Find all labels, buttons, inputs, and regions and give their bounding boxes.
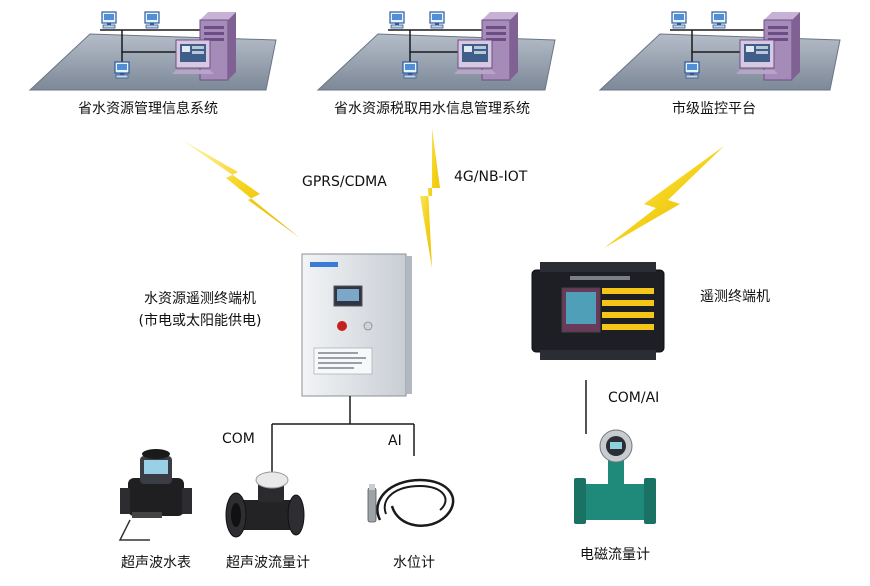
computer-icon [684, 61, 700, 79]
computer-icon [711, 11, 727, 29]
computer-icon [114, 61, 130, 79]
rtu-label: 遥测终端机 [700, 289, 770, 305]
device-label-ultrasonic-water-meter: 超声波水表 [121, 555, 191, 571]
computer-icon [144, 11, 160, 29]
electromagnetic-flow-meter [574, 429, 656, 524]
protocol-label-com: COM [222, 431, 255, 447]
ultrasonic-flow-meter [225, 471, 305, 538]
system-label-provincial-water: 省水资源管理信息系统 [78, 101, 218, 117]
lightning-center-icon [420, 128, 440, 268]
platform-provincial-tax [316, 11, 556, 91]
protocol-label-nbiot: 4G/NB-IOT [454, 169, 528, 185]
water-resource-rtu-cabinet [301, 253, 412, 397]
protocol-label-ai: AI [388, 433, 402, 449]
computer-icon [429, 11, 445, 29]
computer-icon [402, 61, 418, 79]
device-label-water-level: 水位计 [393, 555, 435, 571]
system-label-provincial-tax: 省水资源税取用水信息管理系统 [334, 101, 530, 117]
water-level-sensor [367, 478, 455, 527]
main-terminal-label: 水资源遥测终端机 [144, 291, 256, 307]
computer-icon [389, 11, 405, 29]
platform-city-monitoring [598, 11, 841, 91]
protocol-label-com-ai: COM/AI [608, 390, 660, 406]
device-label-ultrasonic-flow-meter: 超声波流量计 [226, 555, 310, 571]
cabinet-wiring [271, 396, 415, 472]
lightning-left-icon [182, 140, 300, 238]
system-label-city-platform: 市级监控平台 [672, 101, 756, 117]
computer-icon [671, 11, 687, 29]
ultrasonic-water-meter [118, 449, 192, 541]
platform-provincial-water [28, 11, 277, 91]
protocol-label-gprs: GPRS/CDMA [302, 174, 387, 190]
main-terminal-power-label: (市电或太阳能供电) [138, 313, 262, 329]
computer-icon [101, 11, 117, 29]
lightning-right-icon [604, 146, 724, 248]
device-label-electromagnetic-flow-meter: 电磁流量计 [580, 547, 650, 563]
rtu-unit [531, 262, 665, 360]
